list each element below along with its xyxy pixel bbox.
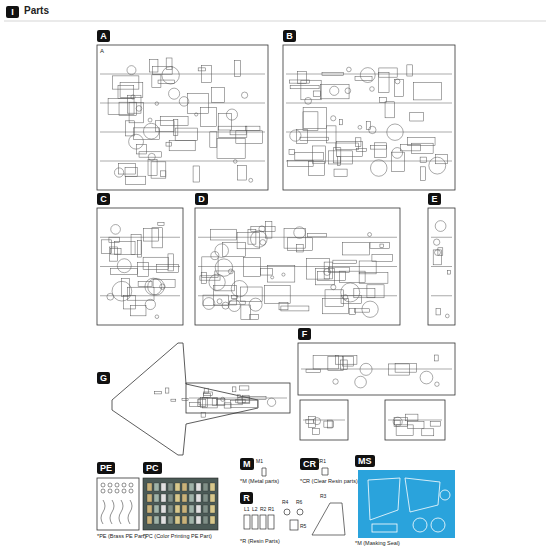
part-label: M1	[256, 459, 263, 465]
sprue-letter: F	[302, 329, 308, 339]
part-label: R1	[268, 507, 274, 513]
sprue-letter-badge: F	[298, 328, 311, 340]
part-label: R4	[282, 500, 288, 506]
color-pe-fret	[143, 478, 218, 530]
sprue-letter: A	[100, 31, 107, 41]
sprue-letter-badge: R	[240, 492, 253, 504]
sprue-letter-badge: PE	[97, 462, 115, 474]
part-label: R6	[296, 500, 302, 506]
sprue-letter-badge: E	[428, 193, 441, 205]
part-label: *PE (Brass PE Part)	[97, 533, 146, 539]
section-title: Parts	[24, 5, 49, 16]
sprue-letter: C	[100, 194, 107, 204]
part-label: R5	[300, 524, 306, 530]
sprue-frames	[97, 45, 455, 530]
sprue-letter: R	[243, 493, 250, 503]
part-label: R3	[320, 494, 326, 500]
part-label: *R (Resin Parts)	[240, 538, 280, 544]
sprue-letter: G	[100, 373, 107, 383]
sprue-letter-badge: A	[97, 30, 110, 42]
sprue-letter: PC	[146, 463, 159, 473]
sprue-letter-badge: B	[283, 30, 296, 42]
sprue-letter-badge: D	[195, 193, 208, 205]
sprue-letter: MS	[358, 456, 372, 466]
sprue-letter: I	[11, 7, 14, 17]
sprue-letter-badge: I	[6, 6, 19, 18]
sprue-letter: M	[243, 459, 251, 469]
sprue-letter-badge: C	[97, 193, 110, 205]
sprue-letter-badge: M	[240, 458, 254, 470]
sprue-letter: B	[286, 31, 293, 41]
part-label: *PC (Color Printing PE Part)	[143, 533, 212, 539]
sprue-letter: CR	[303, 459, 316, 469]
masking-shapes	[368, 478, 450, 532]
part-label: *CR (Clear Resin parts)	[300, 478, 358, 484]
sprue-letter-badge: MS	[355, 455, 375, 467]
part-label: L2	[252, 507, 258, 513]
masking-seal-sheet	[358, 470, 455, 538]
part-label: *M (Metal parts)	[240, 478, 279, 484]
sprue-letter-badge: PC	[143, 462, 162, 474]
part-label: R2	[260, 507, 266, 513]
sprue-letter-badge: G	[97, 372, 110, 384]
sprue-detail	[100, 58, 452, 524]
part-label: A	[100, 48, 104, 55]
part-label: *M (Masking Seal)	[355, 540, 400, 546]
sprue-letter: E	[431, 194, 437, 204]
part-label: CR1	[316, 459, 326, 465]
part-label: L1	[244, 507, 250, 513]
header-rule	[4, 21, 546, 22]
sprue-letter: D	[198, 194, 205, 204]
sprue-letter: PE	[100, 463, 112, 473]
